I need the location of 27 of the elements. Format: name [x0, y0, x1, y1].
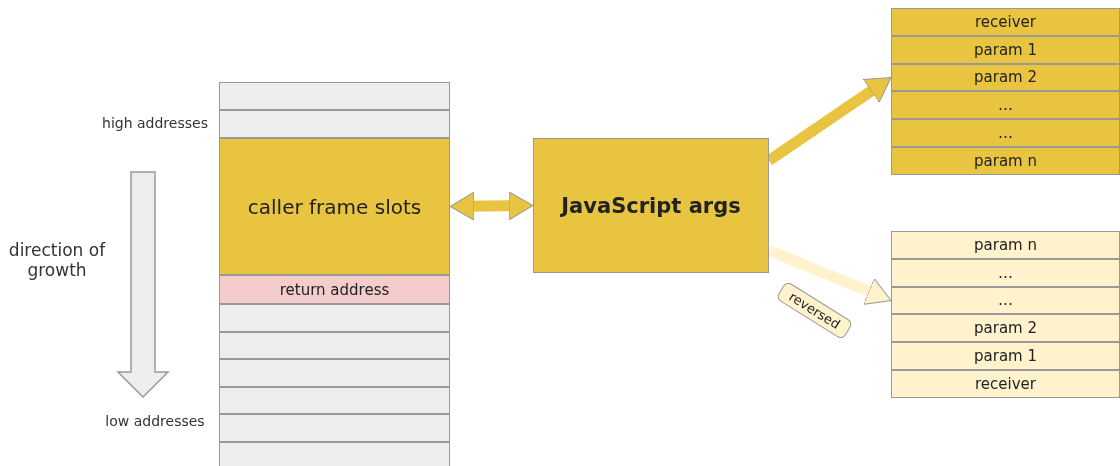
- stack-slot: param 2: [891, 63, 1120, 92]
- stack-slot: [219, 414, 450, 442]
- stack-slot: [219, 304, 450, 332]
- direction-label: direction of growth: [7, 240, 107, 280]
- stack-slot: param 1: [891, 342, 1120, 370]
- stack-slot: [219, 386, 450, 414]
- double-arrow: [449, 191, 534, 221]
- stack-slot: [219, 441, 450, 466]
- stack-slot: return address: [219, 275, 450, 304]
- stack-slot: [219, 110, 450, 138]
- stack-slot: param 2: [891, 314, 1120, 343]
- stack-slot: caller frame slots: [219, 138, 450, 275]
- stack-slot: [219, 331, 450, 359]
- address-label: low addresses: [104, 413, 206, 429]
- stack-slot: …: [891, 258, 1120, 287]
- stack-slot: …: [891, 91, 1120, 120]
- stack-slot: [219, 359, 450, 387]
- stack-slot: …: [891, 119, 1120, 147]
- stack-slot: [219, 82, 450, 110]
- process-box: JavaScript args: [533, 138, 769, 273]
- stack-slot: receiver: [891, 370, 1120, 398]
- address-label: high addresses: [101, 115, 209, 131]
- stack-slot: param n: [891, 147, 1120, 175]
- stack-slot: …: [891, 286, 1120, 315]
- stack-slot: param 1: [891, 35, 1120, 64]
- stack-slot: param n: [891, 231, 1120, 259]
- stack-slot: receiver: [891, 8, 1120, 36]
